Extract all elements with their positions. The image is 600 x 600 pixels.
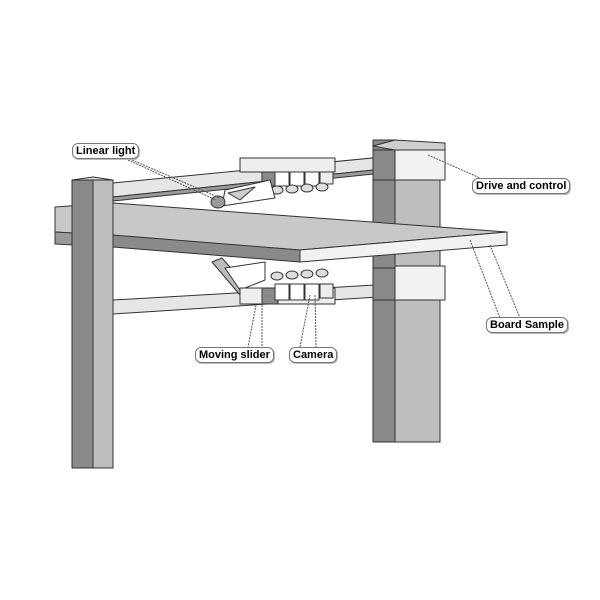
upper-moving-slider <box>210 157 336 209</box>
label-drive-and-control: Drive and control <box>472 178 571 194</box>
label-camera: Camera <box>289 347 338 363</box>
drive-and-control-box-lower <box>372 265 446 301</box>
leader-lines <box>127 154 521 348</box>
label-moving-slider: Moving slider <box>195 347 274 363</box>
label-linear-light: Linear light <box>72 143 140 159</box>
drive-and-control-box-upper <box>372 139 446 181</box>
linear-light <box>210 195 226 209</box>
board-sample <box>54 202 508 263</box>
lower-moving-slider <box>211 257 336 305</box>
label-board-sample: Board Sample <box>486 317 568 333</box>
left-pillar <box>71 176 114 469</box>
right-pillar <box>372 139 441 443</box>
